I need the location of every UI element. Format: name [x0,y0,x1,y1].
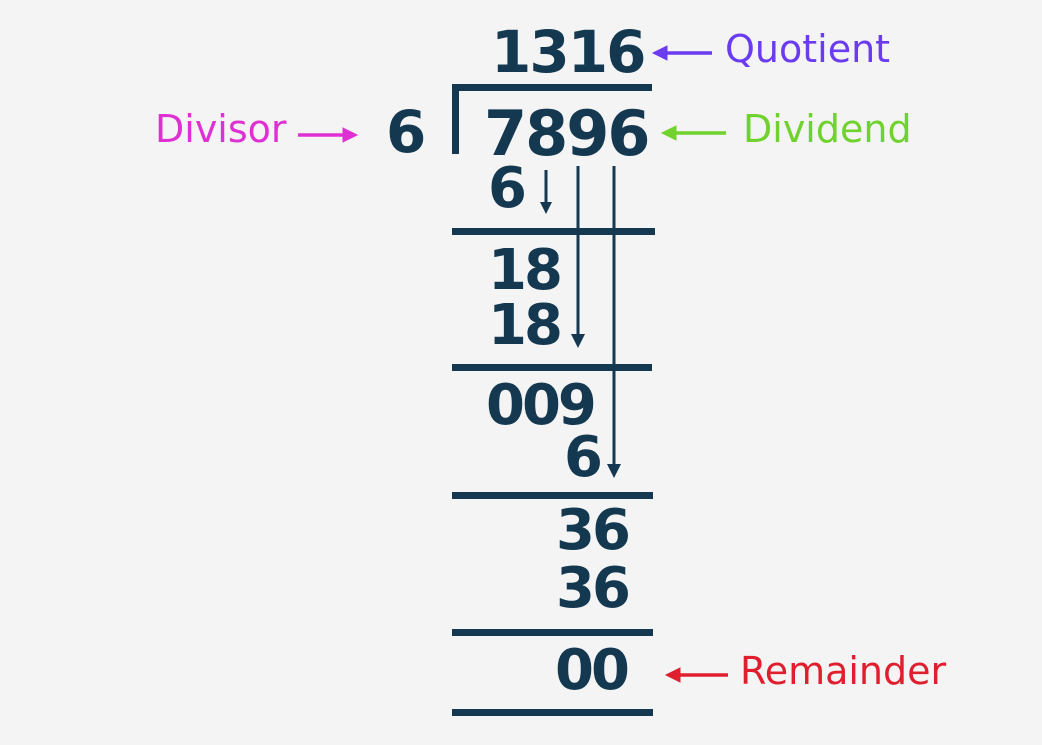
remainder-arrow-icon [664,667,728,683]
remainder-number: 00 [555,638,630,703]
divisor-arrow-icon [298,127,359,143]
remainder-underline [452,709,653,716]
bring-down-arrow-2-icon [607,166,621,478]
subtraction-line-4 [452,629,653,636]
divisor-label: Divisor [155,107,287,151]
subtraction-line-1 [452,228,655,235]
divisor-number: 6 [386,98,426,166]
dividend-arrow-icon [660,125,726,141]
quotient-arrow-icon [651,45,712,61]
step-bringdown-2: 009 [486,373,597,438]
step-multiply-2: 18 [488,293,563,358]
quotient-number: 1316 [491,18,646,86]
bring-down-arrow-1-icon [571,166,585,348]
subtraction-line-2 [452,364,652,371]
step-multiply-1: 6 [488,156,527,221]
step-bringdown-1: 18 [488,238,563,303]
bring-down-arrow-short-icon [540,170,552,214]
quotient-label: Quotient [725,27,891,71]
dividend-number: 7896 [484,97,651,170]
step-multiply-4: 36 [556,556,631,621]
step-multiply-3: 6 [564,425,603,490]
dividend-label: Dividend [743,107,912,151]
remainder-label: Remainder [740,649,947,693]
step-bringdown-3: 36 [556,498,631,563]
